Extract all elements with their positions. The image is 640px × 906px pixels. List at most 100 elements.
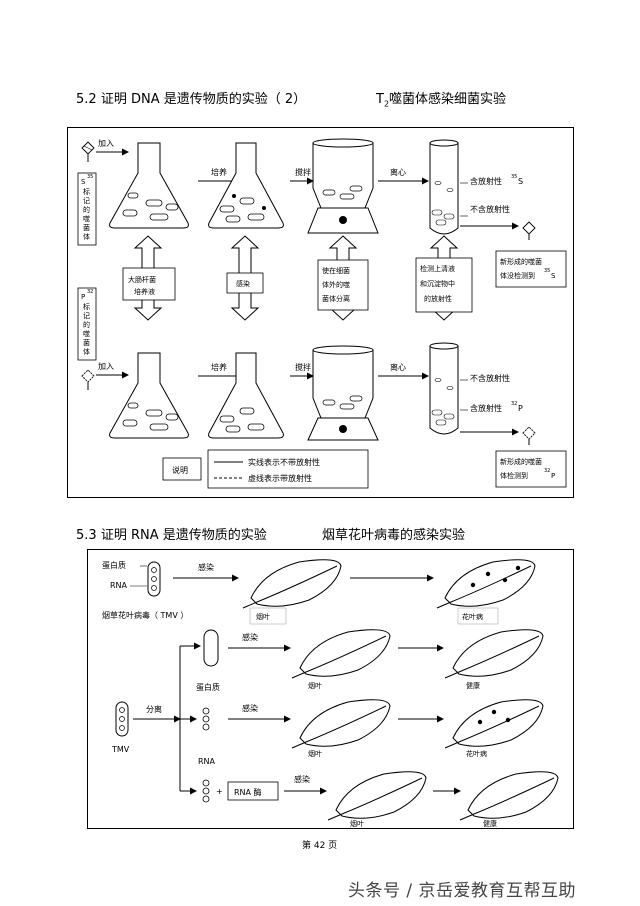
detect-line2: 和沉淀物中 bbox=[420, 279, 455, 288]
separate-line1: 使在细菌 bbox=[322, 266, 350, 275]
section-number: 5.3 bbox=[76, 528, 97, 543]
tobacco-leaf bbox=[291, 699, 391, 749]
rna-strand-icon bbox=[202, 707, 210, 731]
result-label-row3: 花叶病 bbox=[466, 749, 487, 758]
phage-icon bbox=[81, 141, 95, 162]
stir-label-top: 搅拌 bbox=[295, 167, 311, 177]
legend-box bbox=[207, 449, 369, 489]
top-lower-radio: 不含放射性 bbox=[470, 204, 510, 214]
section-subtitle-5-2: T2噬菌体感染细菌实验 bbox=[376, 92, 507, 109]
section-title: 证明 RNA 是遗传物质的实验 bbox=[100, 528, 267, 543]
tube-bottom bbox=[429, 342, 459, 435]
legend-title-box bbox=[162, 457, 202, 481]
result-top-line2: 体没检测到 bbox=[500, 271, 535, 280]
infect-label-row3: 感染 bbox=[242, 703, 258, 713]
bottom-lower-sup: 32 bbox=[511, 401, 517, 407]
protein-label: 蛋白质 bbox=[102, 560, 126, 570]
p32-label-char: 的 bbox=[83, 320, 90, 329]
p32-label-char: 菌 bbox=[83, 338, 90, 347]
blender-bottom bbox=[307, 345, 379, 441]
tmv-virus-icon bbox=[147, 561, 161, 597]
p32-label-box bbox=[77, 287, 97, 361]
s35-label-char: 标 bbox=[83, 187, 90, 196]
legend-dashed: 虚线表示带放射性 bbox=[248, 473, 312, 483]
centrifuge-label-bottom: 离心 bbox=[390, 362, 406, 372]
result-bottom-sup: 32 bbox=[544, 468, 550, 474]
bottom-upper-radio: 不含放射性 bbox=[470, 373, 510, 383]
result-box-bottom bbox=[495, 450, 567, 488]
phage-icon bbox=[522, 221, 536, 240]
top-upper-radio: 含放射性 bbox=[470, 176, 502, 186]
stir-label-bottom: 搅拌 bbox=[295, 362, 311, 372]
leaf-label-row4: 烟叶 bbox=[350, 819, 364, 828]
rnase-box bbox=[227, 781, 279, 801]
tmv-full-label: 烟草花叶病毒（ TMV ） bbox=[102, 610, 188, 620]
bottom-lower-radio: 含放射性 bbox=[470, 403, 502, 413]
result-top-sup: 35 bbox=[544, 268, 550, 274]
page-number: 第 42 页 bbox=[302, 841, 338, 851]
p32-sup: 32 bbox=[87, 289, 93, 295]
detect-box bbox=[415, 257, 473, 313]
result-top-line1: 新形成的噬菌 bbox=[500, 257, 542, 266]
result-bottom-line2: 体检测到 bbox=[500, 471, 528, 480]
healthy-leaf bbox=[459, 771, 559, 821]
rna-label: RNA bbox=[110, 581, 128, 590]
phage-icon bbox=[81, 369, 95, 390]
detect-line1: 检测上清液 bbox=[420, 264, 455, 273]
infect-box bbox=[226, 272, 264, 294]
result-box-top bbox=[495, 250, 567, 288]
flask-bottom-1 bbox=[109, 352, 189, 439]
protein-label-row2: 蛋白质 bbox=[196, 682, 220, 692]
centrifuge-label-top: 离心 bbox=[390, 167, 406, 177]
diseased-leaf bbox=[444, 699, 544, 749]
s35-label-char: 噬 bbox=[83, 214, 90, 223]
s35-label-char: 的 bbox=[83, 205, 90, 214]
plus-sign: + bbox=[216, 787, 223, 796]
p32-label-char: 记 bbox=[83, 312, 90, 320]
ecoli-box bbox=[122, 267, 176, 301]
p32-label-char: P bbox=[81, 293, 85, 301]
tobacco-leaf bbox=[242, 559, 342, 609]
result-label-row2: 健康 bbox=[466, 681, 480, 690]
ecoli-line2: 培养液 bbox=[134, 287, 155, 296]
phage-experiment-figure: S 35 标 记 的 噬 菌 体 P 32 标 记 的 噬 菌 体 加入 加入 … bbox=[67, 127, 574, 498]
tmv-experiment-figure: 蛋白质 RNA 感染 烟叶 花叶病 烟草花叶病毒（ TMV ） TMV 分离 蛋… bbox=[87, 549, 574, 829]
phage-icon bbox=[522, 426, 536, 445]
tobacco-leaf bbox=[327, 771, 427, 821]
rna-strand-icon bbox=[202, 779, 210, 803]
leaf-label-row0: 烟叶 bbox=[256, 612, 270, 621]
top-upper-el: S bbox=[518, 177, 523, 186]
section-heading-5-3: 5.3 证明 RNA 是遗传物质的实验 bbox=[76, 524, 267, 543]
phage-diagram: S 35 标 记 的 噬 菌 体 P 32 标 记 的 噬 菌 体 加入 加入 … bbox=[77, 138, 567, 489]
tmv-label: TMV bbox=[111, 745, 130, 754]
p32-label-char: 标 bbox=[83, 302, 90, 311]
tube-top bbox=[429, 139, 459, 235]
result-label-row4: 健康 bbox=[483, 819, 497, 828]
add-label-bottom: 加入 bbox=[98, 361, 114, 371]
section-title: 证明 DNA 是遗传物质的实验（ 2） bbox=[100, 92, 307, 107]
separate-line2: 体外的噬 bbox=[322, 280, 350, 289]
legend-solid: 实线表示不带放射性 bbox=[248, 457, 320, 467]
infect-label-row0: 感染 bbox=[198, 562, 214, 572]
s35-label-char: 记 bbox=[83, 197, 90, 205]
bottom-lower-el: P bbox=[518, 404, 523, 413]
flask-top-1 bbox=[109, 142, 189, 229]
leaf-label-row3: 烟叶 bbox=[308, 749, 322, 758]
s35-sup: 35 bbox=[87, 174, 93, 180]
section-heading-5-2: 5.2 证明 DNA 是遗传物质的实验（ 2） bbox=[76, 88, 306, 107]
result-bottom-el: P bbox=[551, 472, 555, 480]
result-label-row0: 花叶病 bbox=[462, 612, 483, 621]
tobacco-leaf bbox=[291, 629, 391, 679]
section-number: 5.2 bbox=[76, 92, 97, 107]
watermark: 头条号 / 京岳爱教育互帮互助 bbox=[348, 881, 577, 901]
flask-bottom-2 bbox=[208, 352, 284, 439]
result-bottom-line1: 新形成的噬菌 bbox=[500, 457, 542, 466]
culture-label-top: 培养 bbox=[211, 167, 227, 177]
s35-label-char: 菌 bbox=[83, 223, 90, 232]
protein-coat-icon bbox=[203, 629, 219, 667]
diseased-leaf bbox=[436, 559, 536, 609]
blender-top bbox=[307, 138, 379, 234]
healthy-leaf bbox=[444, 629, 544, 679]
rnase-label: RNA 酶 bbox=[234, 787, 262, 797]
tmv-virus-icon bbox=[115, 701, 129, 737]
